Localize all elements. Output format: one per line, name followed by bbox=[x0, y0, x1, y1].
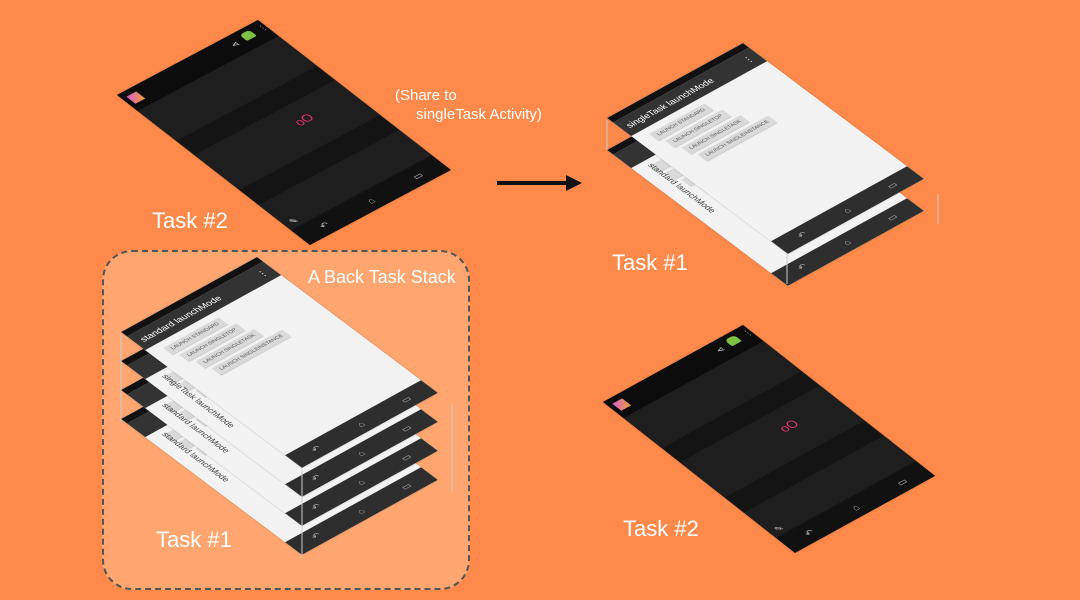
right-task1-label: Task #1 bbox=[612, 250, 688, 275]
stack-label: A Back Task Stack bbox=[308, 267, 456, 287]
arrow-icon bbox=[497, 175, 582, 191]
share-note-line1: (Share to bbox=[395, 87, 457, 104]
right-task2-label: Task #2 bbox=[623, 516, 699, 541]
share-note-line2: singleTask Activity) bbox=[416, 106, 542, 123]
task2-label: Task #2 bbox=[152, 208, 228, 233]
task1-label: Task #1 bbox=[156, 527, 232, 552]
